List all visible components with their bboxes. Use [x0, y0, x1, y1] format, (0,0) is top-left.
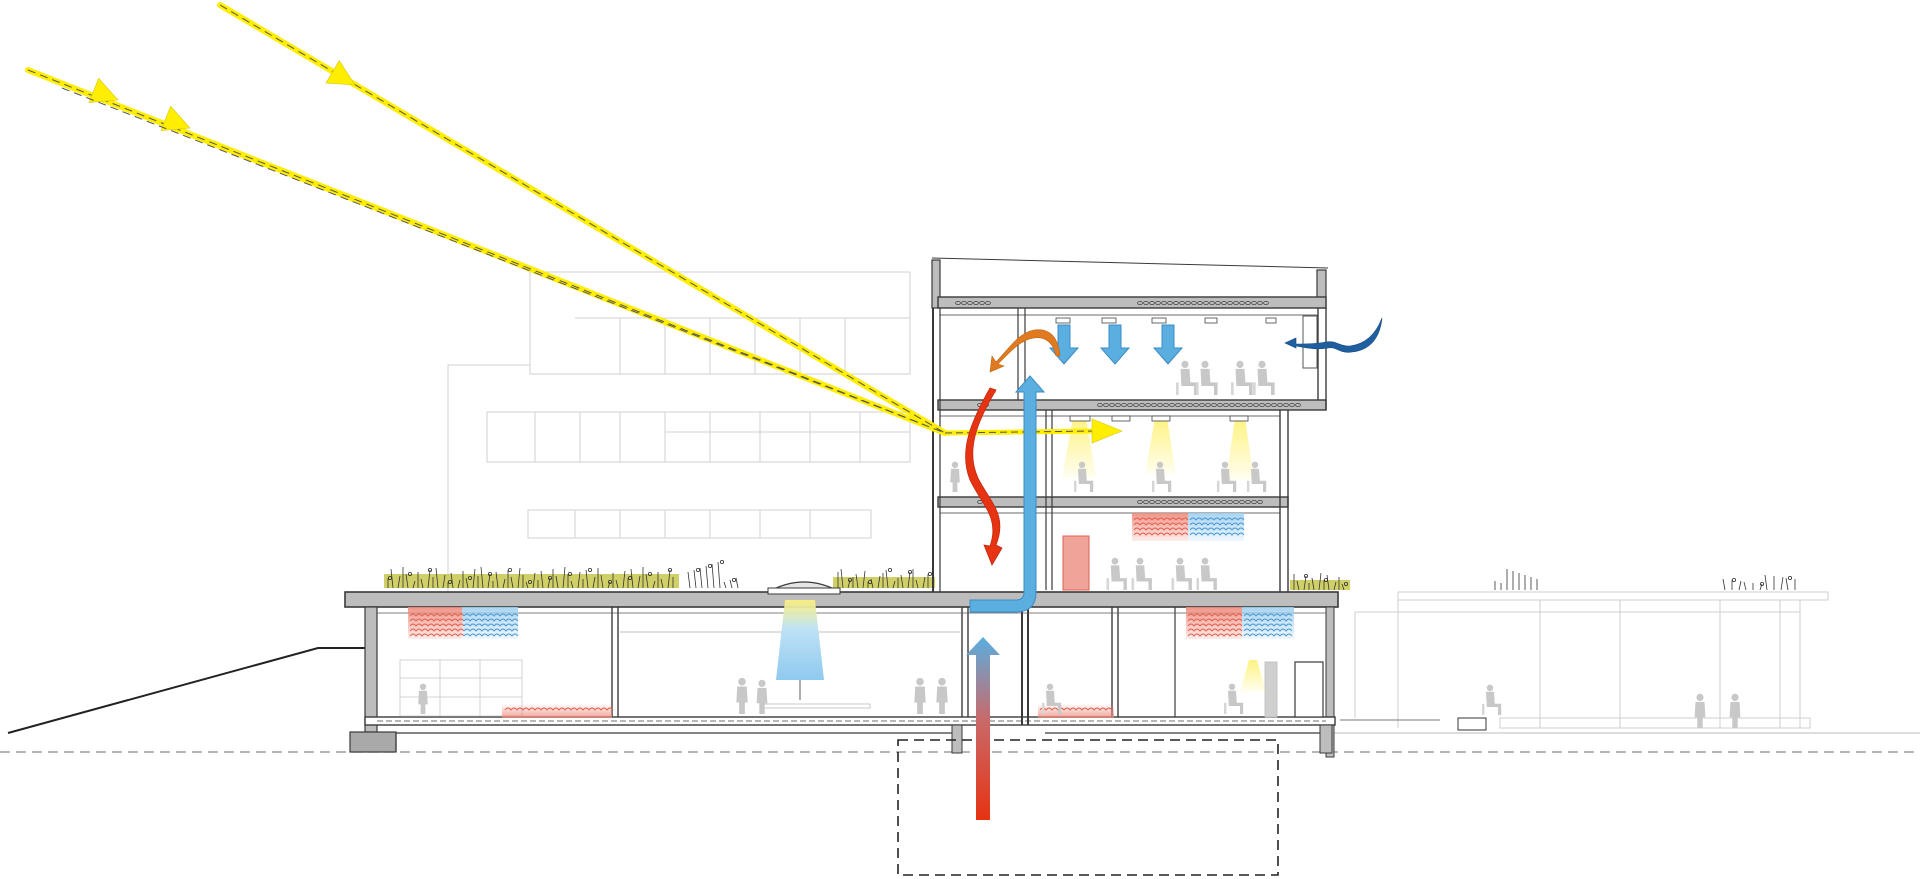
person-icon — [1196, 360, 1218, 395]
geothermal-well — [897, 739, 1279, 876]
exhaust-air-arrow — [989, 329, 1061, 373]
radiant-ceiling-podium-left — [408, 607, 518, 639]
heater-panel — [1062, 535, 1090, 591]
occupants — [418, 360, 1741, 728]
green-roof-low-right — [1290, 580, 1350, 590]
arrow-right-icon — [1091, 418, 1123, 444]
arrow-right-icon — [88, 77, 119, 103]
earth-tube-arrow[interactable] — [966, 637, 1000, 820]
person-icon — [936, 677, 948, 714]
warm-air-stack-arrow — [965, 387, 1003, 566]
green-roof-low-middle — [833, 577, 935, 588]
light-fixtures — [1055, 317, 1277, 422]
fresh-air-intake-arrow — [1284, 317, 1383, 353]
pendant-light-cones — [1062, 418, 1266, 692]
person-icon — [1196, 557, 1217, 590]
sun-ray-1 — [25, 67, 948, 436]
sun-rays — [25, 2, 1123, 444]
person-icon — [1217, 461, 1237, 492]
radiant-ceiling-level-1 — [1132, 513, 1244, 541]
person-icon — [950, 461, 960, 492]
person-icon — [1247, 461, 1267, 492]
person-icon — [1074, 461, 1094, 492]
person-icon — [1224, 683, 1244, 714]
person-icon — [756, 679, 768, 714]
person-icon — [418, 683, 428, 714]
person-icon — [1694, 693, 1706, 728]
skylight-light-cone — [776, 600, 824, 680]
floor-heating — [502, 704, 1114, 718]
terrain-slope — [7, 647, 365, 734]
person-icon — [1171, 557, 1192, 590]
person-icon — [1729, 693, 1741, 728]
person-icon — [1231, 360, 1253, 395]
person-icon — [1106, 557, 1127, 590]
fresh-air-shaft — [969, 375, 1046, 613]
background-building-left — [447, 271, 911, 595]
supply-air-arrows — [1048, 324, 1184, 365]
person-icon — [736, 677, 748, 714]
sun-ray-2 — [217, 2, 948, 436]
roof-vegetation — [387, 560, 1796, 700]
radiant-ceiling-podium-right — [1186, 607, 1294, 639]
person-icon — [1176, 360, 1198, 395]
person-icon — [914, 677, 926, 714]
arrow-right-icon — [160, 105, 191, 131]
person-icon — [1042, 683, 1062, 714]
heat-waves — [409, 517, 1293, 711]
arrow-right-icon — [325, 60, 356, 86]
background-building-right — [1340, 591, 1829, 731]
sun-ray-3 — [61, 87, 946, 434]
person-icon — [1482, 684, 1502, 715]
person-icon — [1253, 360, 1275, 395]
person-icon — [1152, 461, 1172, 492]
person-icon — [1131, 557, 1152, 590]
